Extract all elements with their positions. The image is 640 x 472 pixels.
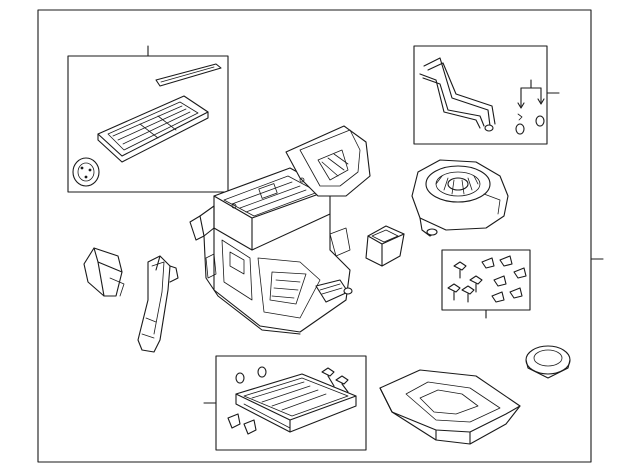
heater-core-kit-group	[203, 355, 367, 451]
blend-door-actuator	[83, 247, 125, 297]
hvac-case-assembly	[189, 125, 371, 335]
filter-kit-group	[67, 45, 229, 193]
foam-ring-seal	[525, 345, 571, 379]
heater-core-bolts	[321, 367, 349, 393]
heater-hoses-group	[413, 45, 560, 145]
heater-hoses-box	[413, 45, 548, 145]
heater-core	[235, 373, 357, 433]
bolts	[447, 261, 483, 303]
diagram-frame	[37, 9, 592, 463]
o-rings	[515, 79, 545, 135]
blower-motor	[411, 159, 509, 237]
resistor	[365, 225, 405, 267]
hose-tubes	[419, 57, 496, 132]
seal-strip	[155, 63, 222, 87]
hardware-box	[441, 249, 531, 311]
duct-support	[137, 255, 179, 353]
heater-core-clips	[227, 366, 267, 435]
hardware-group	[441, 249, 531, 319]
lower-housing-tray	[379, 369, 521, 445]
grommet	[72, 157, 100, 187]
clips	[481, 255, 527, 303]
cabin-filter	[97, 95, 209, 163]
